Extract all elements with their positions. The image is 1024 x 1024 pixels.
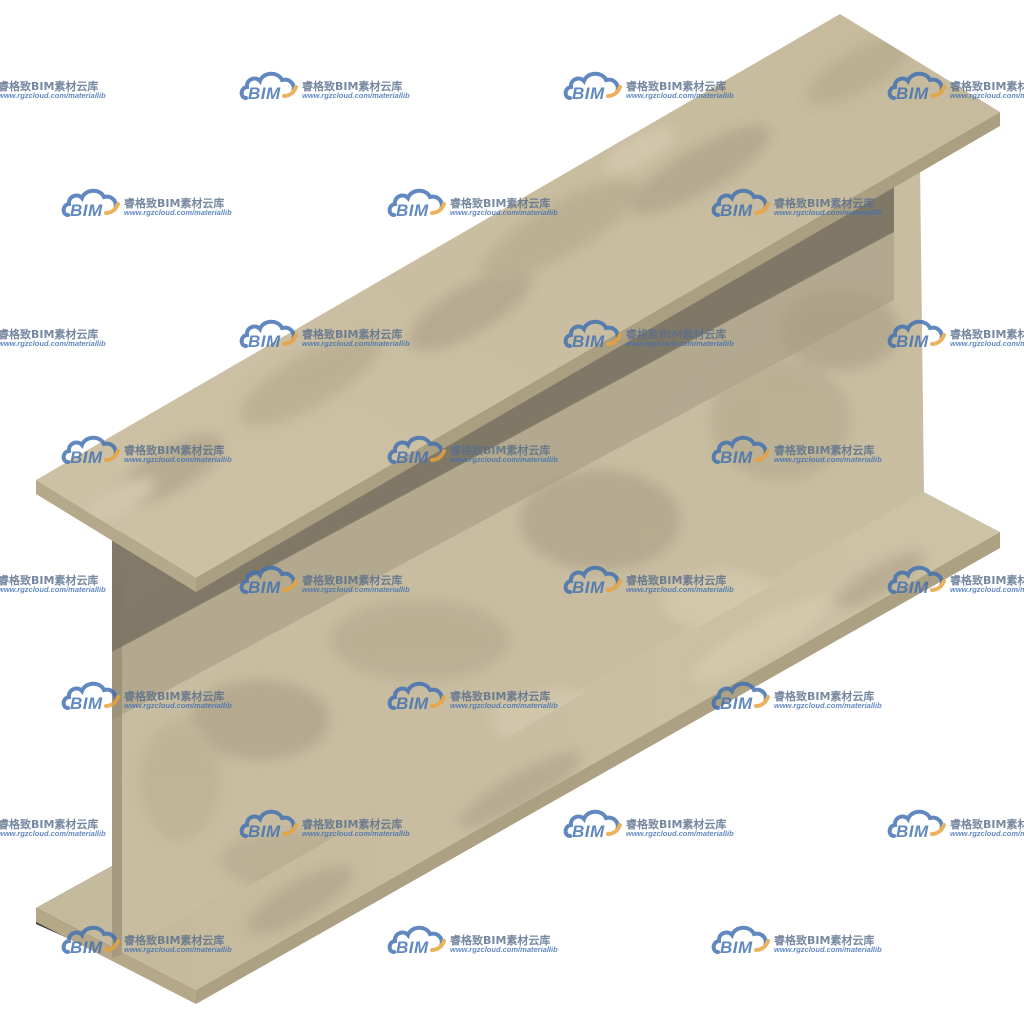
web-shadow-gradient <box>112 230 894 720</box>
bottom-flange-side-edge <box>196 532 1000 1004</box>
top-flange-front-edge <box>36 480 196 592</box>
web-front-face <box>112 165 924 958</box>
top-flange-side-edge <box>196 112 1000 592</box>
